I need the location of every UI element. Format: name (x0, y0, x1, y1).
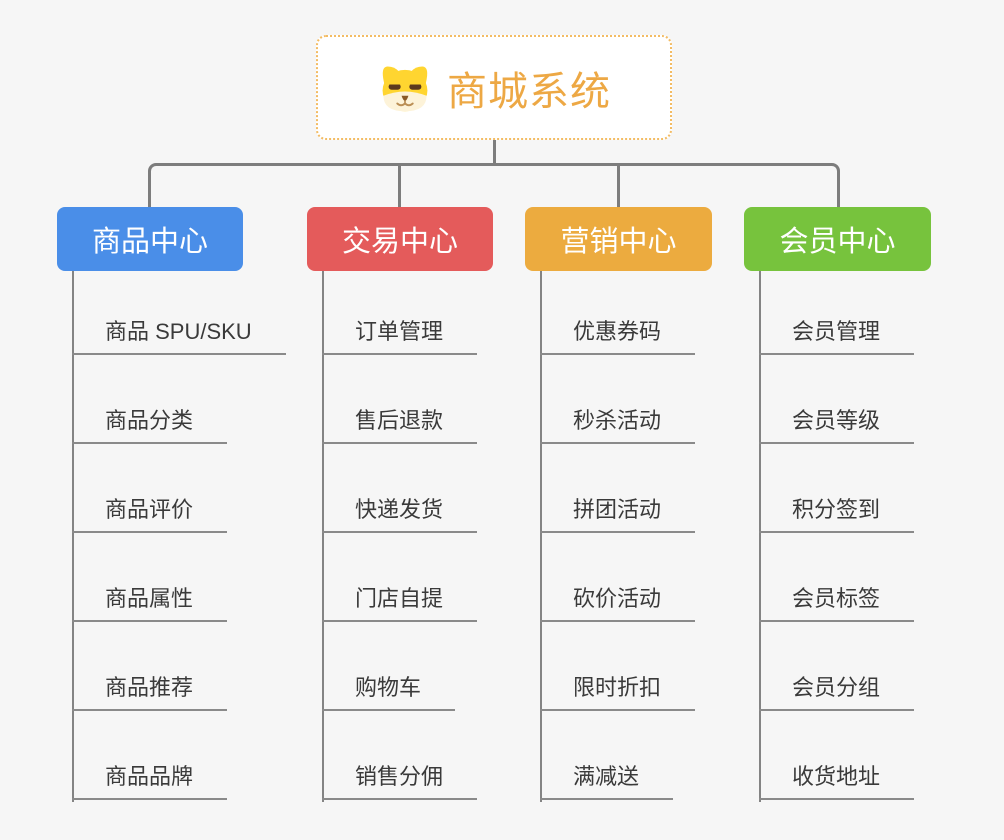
branch-label: 商品中心 (91, 226, 208, 258)
connector-column-4 (759, 271, 761, 802)
connector-drop-3 (617, 163, 620, 207)
child-node[interactable]: 砍价活动 (540, 584, 696, 622)
child-node[interactable]: 会员管理 (759, 317, 915, 355)
connector-column-2 (322, 271, 324, 802)
child-node[interactable]: 销售分佣 (322, 762, 478, 800)
dog-face-icon (377, 63, 433, 113)
branch-node-3[interactable]: 营销中心 (525, 207, 712, 271)
child-node[interactable]: 商品品牌 (72, 762, 228, 800)
child-node[interactable]: 满减送 (540, 762, 674, 800)
connector-drop-2 (398, 163, 401, 207)
branch-label: 会员中心 (779, 226, 896, 258)
child-node[interactable]: 售后退款 (322, 406, 478, 444)
child-node[interactable]: 商品分类 (72, 406, 228, 444)
root-node[interactable]: 商城系统 (316, 35, 672, 140)
child-node[interactable]: 会员等级 (759, 406, 915, 444)
child-node[interactable]: 会员分组 (759, 673, 915, 711)
child-node[interactable]: 秒杀活动 (540, 406, 696, 444)
child-node[interactable]: 积分签到 (759, 495, 915, 533)
branch-label: 营销中心 (560, 226, 677, 258)
child-node[interactable]: 商品推荐 (72, 673, 228, 711)
child-node[interactable]: 商品评价 (72, 495, 228, 533)
child-node[interactable]: 快递发货 (322, 495, 478, 533)
child-node[interactable]: 商品 SPU/SKU (72, 317, 286, 355)
connector-root-stem (493, 140, 496, 165)
branch-label: 交易中心 (341, 226, 458, 258)
child-node[interactable]: 优惠券码 (540, 317, 696, 355)
child-node[interactable]: 限时折扣 (540, 673, 696, 711)
connector-column-1 (72, 271, 74, 802)
child-node[interactable]: 收货地址 (759, 762, 915, 800)
connector-trunk (148, 163, 840, 207)
child-node[interactable]: 购物车 (322, 673, 456, 711)
child-node[interactable]: 会员标签 (759, 584, 915, 622)
child-node[interactable]: 门店自提 (322, 584, 478, 622)
branch-node-2[interactable]: 交易中心 (307, 207, 493, 271)
root-title: 商城系统 (447, 69, 611, 114)
branch-node-1[interactable]: 商品中心 (57, 207, 243, 271)
connector-column-3 (540, 271, 542, 802)
child-node[interactable]: 商品属性 (72, 584, 228, 622)
child-node[interactable]: 拼团活动 (540, 495, 696, 533)
child-node[interactable]: 订单管理 (322, 317, 478, 355)
branch-node-4[interactable]: 会员中心 (744, 207, 931, 271)
